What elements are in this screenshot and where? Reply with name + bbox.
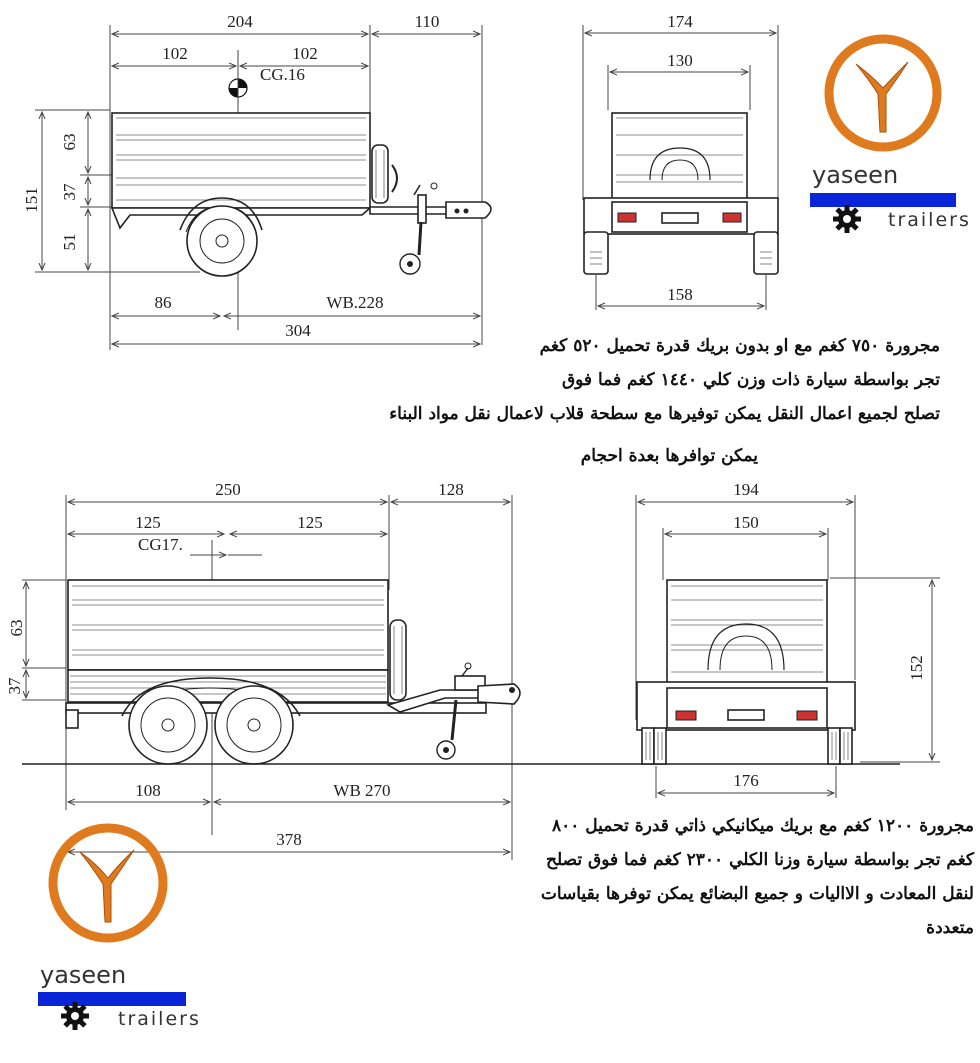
logo-y-emblem — [855, 61, 909, 133]
t2-h-top: 63 — [7, 620, 26, 637]
logo-y-emblem-2 — [79, 849, 135, 923]
t1-description-line-2: تجر بواسطة سيارة ذات وزن كلي ١٤٤٠ كغم فم… — [561, 370, 940, 390]
trailer2-side-view: 250 128 125 125 CG17. 63 37 — [5, 480, 900, 860]
t2-description-line-4: متعددة — [926, 918, 974, 938]
logo-bottom: yaseen trailers — [38, 823, 201, 1030]
t2-overall-length: 250 — [215, 480, 241, 499]
logo-sub-text-2: trailers — [118, 1008, 201, 1030]
t2-wheelbase: WB 270 — [333, 781, 390, 800]
t1-cg-label: CG.16 — [260, 65, 305, 84]
t2-rear-outer-width: 194 — [733, 480, 759, 499]
t2-description-line-1: مجرورة ١٢٠٠ كغم مع بريك ميكانيكي ذاتي قد… — [551, 816, 974, 836]
t2-rear-to-axle: 108 — [135, 781, 161, 800]
t2-half-right: 125 — [297, 513, 323, 532]
t2-h-mid: 37 — [5, 677, 24, 695]
t2-total-length: 378 — [276, 830, 302, 849]
t2-drawbar: 128 — [438, 480, 464, 499]
t2-half-left: 125 — [135, 513, 161, 532]
t1-wheelbase: WB.228 — [326, 293, 383, 312]
trailer2-rear-view: 194 150 152 — [635, 480, 940, 798]
gear-icon — [61, 1002, 89, 1030]
logo-brand-text-2: yaseen — [40, 961, 126, 989]
gear-icon — [833, 205, 861, 233]
t2-rear-inner-width: 150 — [733, 513, 759, 532]
t1-total-length: 304 — [285, 321, 311, 340]
logo-blue-bar — [810, 193, 956, 207]
t1-half-left: 102 — [162, 44, 188, 63]
t1-rear-inner-width: 130 — [667, 51, 693, 70]
t1-overall-length: 204 — [227, 12, 253, 31]
t1-half-right: 102 — [292, 44, 318, 63]
t1-rear-to-axle: 86 — [155, 293, 172, 312]
logo-sub-text: trailers — [888, 209, 971, 231]
t1-h-bottom: 51 — [60, 234, 79, 251]
t1-description-line-1: مجرورة ٧٥٠ كغم مع او بدون بريك قدرة تحمي… — [539, 336, 940, 356]
t2-description-line-2: كغم تجر بواسطة سيارة وزنا الكلي ٢٣٠٠ كغم… — [546, 850, 974, 870]
logo-blue-bar-2 — [38, 992, 186, 1006]
t1-description-line-3: تصلح لجميع اعمال النقل يمكن توفيرها مع س… — [389, 404, 940, 424]
t1-rear-outer-width: 174 — [667, 12, 693, 31]
t1-description-line-4: يمكن توافرها بعدة احجام — [580, 446, 758, 466]
t2-description-line-3: لنقل المعادت و الااليات و جميع البضائع ي… — [540, 884, 974, 904]
logo-brand-text: yaseen — [812, 161, 898, 189]
t1-height-total: 151 — [22, 187, 41, 213]
trailer1-side-view: 204 110 102 102 CG.16 151 63 37 51 — [22, 12, 492, 350]
t1-rear-track: 158 — [667, 285, 693, 304]
t2-rear-track: 176 — [733, 771, 759, 790]
trailer1-rear-view: 174 130 158 — [582, 12, 779, 310]
t1-drawbar: 110 — [415, 12, 440, 31]
logo-top: yaseen trailers — [810, 34, 971, 233]
t2-rear-tyres — [641, 727, 853, 765]
t2-rear-height: 152 — [907, 655, 926, 681]
t2-cg-label: CG17. — [138, 535, 183, 554]
t1-h-top: 63 — [60, 134, 79, 151]
t1-h-mid: 37 — [60, 183, 79, 201]
